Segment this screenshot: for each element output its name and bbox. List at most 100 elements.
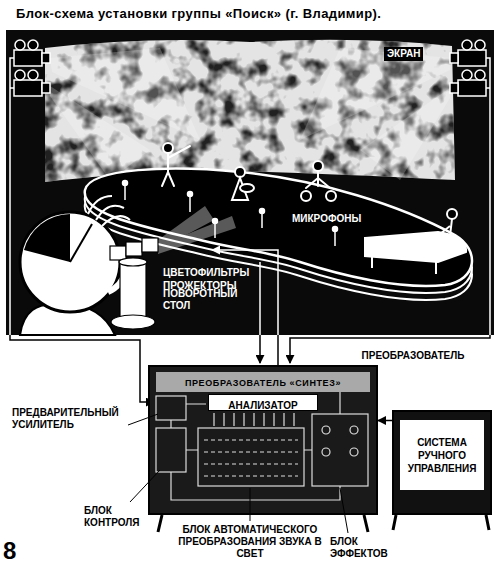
musician-figure-part xyxy=(326,191,336,201)
film-projector-part xyxy=(475,40,485,50)
part-label: БЛОК АВТОМАТИЧЕСКОГО ПРЕОБРАЗОВАНИЯ ЗВУК… xyxy=(175,524,325,560)
light-beam xyxy=(50,48,450,180)
title-holder: Блок-схема установки группы «Поиск» (г. … xyxy=(16,6,381,21)
signal-wire-part xyxy=(259,262,261,335)
block-label: ПРЕОБРАЗОВАТЕЛЬ «СИНТЕЗ» xyxy=(185,374,341,392)
label-holder: 8 xyxy=(3,538,16,564)
spotlight-rig-part xyxy=(119,258,147,266)
film-projector-part xyxy=(462,40,472,50)
projection-screen-part xyxy=(45,40,455,182)
dark-panel xyxy=(6,30,494,335)
musician-figure-part xyxy=(163,143,173,153)
grand-piano-part xyxy=(365,232,466,262)
label-holder: ПРЕДВАРИТЕЛЬНЫЙ УСИЛИТЕЛЬ xyxy=(12,407,132,432)
part-label: БЛОК ЭФФЕКТОВ xyxy=(330,536,400,560)
converter-internals-part xyxy=(350,448,358,456)
spotlight-rig xyxy=(110,238,158,329)
converter-housing xyxy=(148,365,378,515)
signal-wire-part xyxy=(10,335,154,402)
label-holder: МИКРОФОНЫ xyxy=(292,208,361,226)
film-projector-part xyxy=(42,53,50,63)
label-holder: ПОВОРОТНЫЙ СТОЛ xyxy=(163,288,247,313)
film-projector-part xyxy=(14,50,42,66)
light-beam-part xyxy=(360,88,450,180)
spotlight-rig-part xyxy=(142,238,158,252)
converter-internals-part xyxy=(156,428,186,472)
signal-wire-part xyxy=(290,335,490,363)
microphone-stand-part xyxy=(333,227,338,232)
converter-internals-part xyxy=(214,413,294,426)
microphone-stand-part xyxy=(123,181,128,186)
film-projector-part xyxy=(14,80,42,96)
projection-screen xyxy=(45,40,455,182)
label-holder: БЛОК ЭФФЕКТОВ xyxy=(330,536,400,561)
label-holder: БЛОК АВТОМАТИЧЕСКОГО ПРЕОБРАЗОВАНИЯ ЗВУК… xyxy=(175,524,325,561)
operator-figure-part xyxy=(24,214,70,262)
film-projector-part xyxy=(28,70,38,80)
leader-line-part xyxy=(128,414,158,425)
converter-internals-part xyxy=(156,396,186,420)
block-label: СИСТЕМА РУЧНОГО УПРАВЛЕНИЯ xyxy=(400,420,484,490)
page-number: 8 xyxy=(3,538,16,564)
synthesis-strip: ПРЕОБРАЗОВАТЕЛЬ «СИНТЕЗ» xyxy=(156,372,370,392)
film-projector-part xyxy=(475,70,485,80)
signal-wire-part xyxy=(277,335,279,365)
leader-line-part xyxy=(130,470,160,502)
spotlight-beam xyxy=(158,206,236,254)
screen-label: ЭКРАН xyxy=(384,47,423,61)
film-projector-part xyxy=(458,80,486,96)
leader-line-part xyxy=(340,488,348,533)
spotlight-rig-part xyxy=(111,315,155,329)
film-projector xyxy=(14,40,486,96)
musician-figure-part xyxy=(162,146,190,186)
signal-wire-part xyxy=(10,58,14,335)
converter-internals-part xyxy=(312,414,368,486)
film-projector-part xyxy=(458,50,486,66)
leader-line-part xyxy=(250,488,251,521)
spotlight-rig-part xyxy=(110,246,126,260)
spotlight-rig-part xyxy=(126,242,142,256)
converter-internals-part xyxy=(204,440,298,476)
film-projector-part xyxy=(450,83,458,93)
block-label: ПРЕОБРАЗОВАТЕЛЬ xyxy=(362,350,465,362)
operator-figure xyxy=(20,196,130,335)
grand-piano-part xyxy=(372,256,436,274)
diagram-title: Блок-схема установки группы «Поиск» (г. … xyxy=(16,6,381,21)
projection-screen-part xyxy=(45,40,455,182)
musician-figure xyxy=(162,143,336,201)
signal-connector xyxy=(378,420,392,422)
spotlight-beam-part xyxy=(158,216,236,254)
part-label: БЛОК КОНТРОЛЯ xyxy=(84,505,146,529)
film-projector-part xyxy=(15,70,25,80)
microphone-stand-part xyxy=(260,209,265,214)
part-label: ПОВОРОТНЫЙ СТОЛ xyxy=(163,288,247,312)
film-projector-part xyxy=(15,40,25,50)
musician-figure-part xyxy=(306,171,330,188)
spotlight-rig-part xyxy=(120,262,146,320)
grand-piano-part xyxy=(447,209,457,219)
film-projector-part xyxy=(28,40,38,50)
film-projector-part xyxy=(450,53,458,63)
part-label: ПРЕДВАРИТЕЛЬНЫЙ УСИЛИТЕЛЬ xyxy=(12,407,132,431)
converter-internals xyxy=(156,392,368,500)
film-projector-part xyxy=(42,83,50,93)
operator-figure-part xyxy=(20,212,120,312)
label-holder: БЛОК КОНТРОЛЯ xyxy=(84,505,146,530)
signal-wire xyxy=(10,58,490,402)
converter-cabinet: ПРЕОБРАЗОВАТЕЛЬПРЕОБРАЗОВАТЕЛЬ «СИНТЕЗ»А… xyxy=(148,365,378,515)
part-label: МИКРОФОНЫ xyxy=(292,213,361,225)
analyzer-block: АНАЛИЗАТОР xyxy=(208,394,318,411)
signal-wire-part xyxy=(259,335,261,363)
operator-figure-part xyxy=(88,196,130,226)
converter-internals-part xyxy=(198,428,304,486)
manual-control-cabinet: СИСТЕМА РУЧНОГО УПРАВЛЕНИЯ xyxy=(392,410,492,515)
block-label: АНАЛИЗАТОР xyxy=(228,398,297,413)
part-label: ЦВЕТОФИЛЬТРЫ xyxy=(163,267,249,279)
converter-internals-part xyxy=(322,426,330,434)
signal-wire-part xyxy=(486,58,490,335)
label-holder: ЦВЕТОФИЛЬТРЫ xyxy=(163,262,249,280)
converter-internals-part xyxy=(350,426,358,434)
film-projector-part xyxy=(462,70,472,80)
musician-figure-part xyxy=(313,161,323,171)
